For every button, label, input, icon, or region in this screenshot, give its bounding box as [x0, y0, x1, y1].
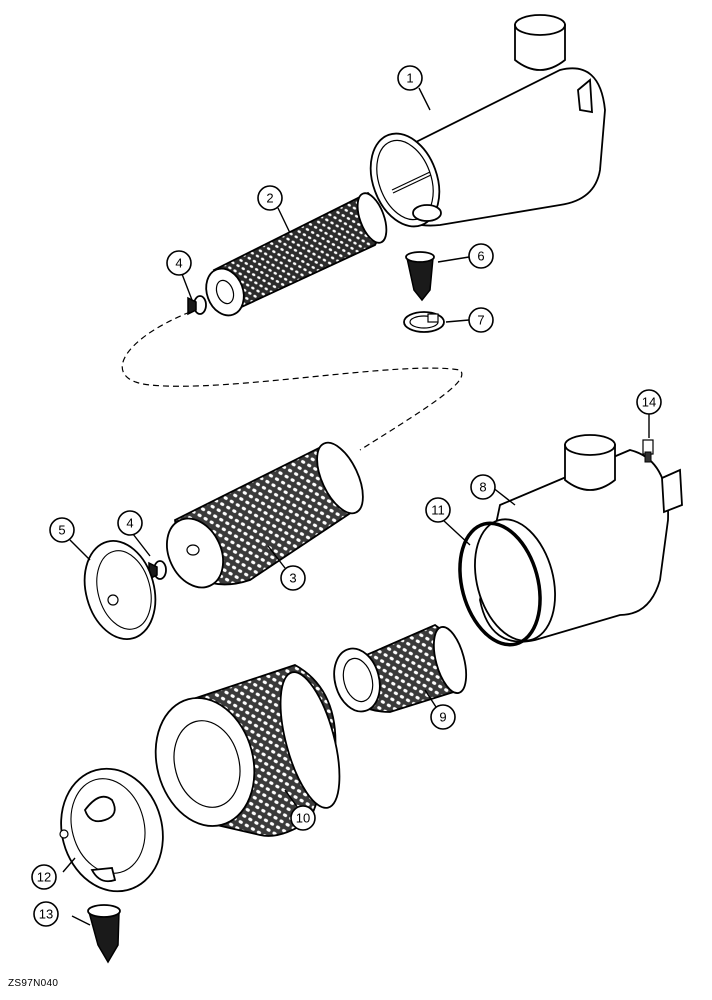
end-cap-with-dust-valve — [59, 767, 164, 893]
callout-label: 11 — [431, 503, 445, 518]
callout-4-lower: 4 — [117, 510, 143, 536]
callout-label: 2 — [266, 191, 273, 206]
callout-label: 8 — [479, 480, 486, 495]
callout-label: 4 — [126, 516, 133, 531]
housing-seal-ring — [458, 521, 542, 647]
callout-12: 12 — [31, 864, 57, 890]
callout-11: 11 — [425, 497, 451, 523]
callout-14: 14 — [636, 389, 662, 415]
leader-lines — [62, 87, 650, 926]
callout-6: 6 — [468, 243, 494, 269]
inner-filter-element — [205, 191, 388, 317]
callout-label: 10 — [296, 811, 310, 826]
callout-label: 5 — [58, 523, 65, 538]
callout-10: 10 — [290, 805, 316, 831]
callout-9: 9 — [430, 704, 456, 730]
callout-label: 1 — [406, 71, 413, 86]
callout-label: 9 — [439, 710, 446, 725]
callout-4-upper: 4 — [166, 250, 192, 276]
callout-8: 8 — [470, 474, 496, 500]
callout-label: 7 — [477, 313, 484, 328]
callout-label: 6 — [477, 249, 484, 264]
lower-air-cleaner-housing — [474, 434, 683, 643]
callout-label: 14 — [642, 395, 656, 410]
callout-2: 2 — [257, 185, 283, 211]
primary-filter-element — [166, 441, 364, 589]
callout-label: 13 — [39, 907, 53, 922]
outer-filter-element — [154, 664, 341, 837]
callout-label: 4 — [175, 256, 182, 271]
grease-fitting — [642, 439, 654, 463]
callout-5: 5 — [49, 517, 75, 543]
wing-nut-upper — [187, 295, 207, 316]
callout-3: 3 — [280, 565, 306, 591]
secondary-filter-element — [333, 623, 468, 713]
dust-valve-upper — [405, 251, 435, 302]
hose-clamp — [403, 311, 445, 333]
end-cover — [83, 540, 157, 640]
callout-7: 7 — [468, 307, 494, 333]
upper-air-cleaner-housing — [369, 14, 606, 228]
dust-valve-lower — [87, 904, 121, 964]
callout-13: 13 — [33, 901, 59, 927]
callout-label: 3 — [289, 571, 296, 586]
assembly-path-dashed — [121, 311, 463, 451]
drawing-code: ZS97N040 — [8, 978, 59, 989]
callout-label: 12 — [37, 870, 51, 885]
callout-1: 1 — [397, 65, 423, 91]
wing-nut-lower — [148, 560, 167, 581]
